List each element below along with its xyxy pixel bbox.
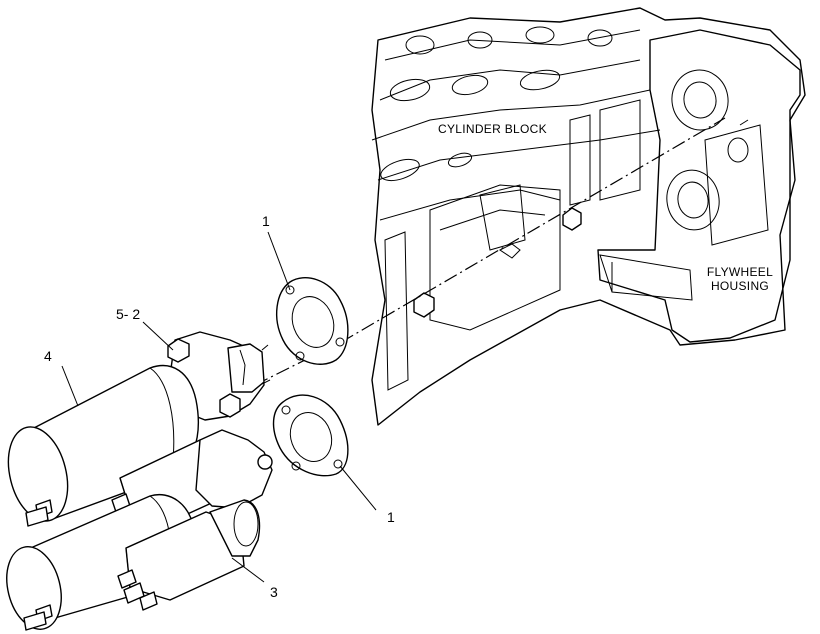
flywheel-housing-label-line1: FLYWHEEL bbox=[706, 265, 774, 279]
gasket-upper bbox=[276, 277, 349, 365]
flywheel-housing-label: FLYWHEEL HOUSING bbox=[700, 265, 780, 293]
starter-motor-lower bbox=[6, 429, 273, 631]
leader-lines bbox=[61, 231, 377, 583]
callout-solenoid: 3 bbox=[270, 584, 278, 600]
cylinder-block bbox=[371, 7, 806, 426]
gasket-lower bbox=[272, 394, 349, 477]
callout-bolt: 5- 2 bbox=[116, 306, 141, 322]
flywheel-housing-label-line2: HOUSING bbox=[710, 279, 770, 293]
callout-gasket-lower: 1 bbox=[387, 509, 395, 525]
callout-gasket-upper: 1 bbox=[262, 213, 270, 229]
cylinder-block-label: CYLINDER BLOCK bbox=[438, 122, 547, 136]
callout-starter-motor: 4 bbox=[44, 348, 52, 364]
flywheel-housing bbox=[597, 29, 801, 343]
